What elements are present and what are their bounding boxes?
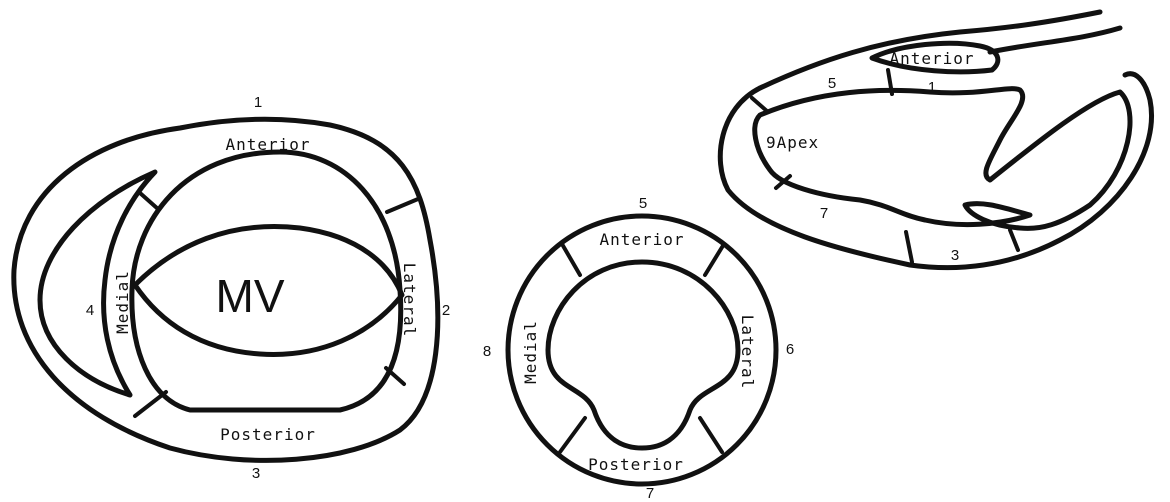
long-axis-divider-segment-3-right bbox=[1010, 230, 1018, 250]
mitral-anterior-label: Anterior bbox=[225, 135, 310, 154]
midventricular-lateral-label: Lateral bbox=[738, 315, 757, 389]
long-axis-number-7: 7 bbox=[820, 205, 828, 222]
midventricular-anterior-label: Anterior bbox=[599, 230, 684, 249]
mitral-lateral-label: Lateral bbox=[400, 263, 419, 337]
long-axis-view: Anterior 9Apex 1 5 7 3 bbox=[720, 12, 1151, 268]
midventricular-divider-lateral-posterior bbox=[700, 418, 722, 452]
long-axis-divider-apex-upper bbox=[752, 98, 768, 112]
midventricular-number-6: 6 bbox=[786, 341, 794, 358]
long-axis-anterior-label: Anterior bbox=[889, 49, 974, 68]
mitral-number-2: 2 bbox=[442, 302, 450, 319]
mitral-posterior-label: Posterior bbox=[220, 425, 316, 444]
midventricular-number-7: 7 bbox=[646, 485, 654, 502]
long-axis-number-5: 5 bbox=[828, 75, 836, 92]
mitral-divider-medial-anterior bbox=[140, 193, 158, 209]
long-axis-divider-segment-3-left bbox=[906, 232, 912, 262]
midventricular-divider-posterior-medial bbox=[560, 418, 585, 452]
midventricular-number-5: 5 bbox=[639, 195, 647, 212]
aorta-upper bbox=[990, 28, 1120, 52]
long-axis-number-3: 3 bbox=[951, 247, 959, 264]
mitral-divider-anterior-lateral bbox=[387, 199, 418, 212]
long-axis-outer-wall bbox=[720, 74, 1151, 268]
long-axis-inner-cavity bbox=[755, 89, 1130, 229]
mitral-medial-label: Medial bbox=[113, 270, 132, 334]
midventricular-medial-label: Medial bbox=[521, 320, 540, 384]
midventricular-posterior-label: Posterior bbox=[588, 455, 684, 474]
mitral-valve-short-axis-view: Anterior Posterior Lateral Medial MV 1 2… bbox=[14, 94, 450, 482]
long-axis-apex-label: 9Apex bbox=[766, 133, 819, 152]
long-axis-number-1: 1 bbox=[928, 79, 936, 96]
mitral-number-4: 4 bbox=[86, 302, 94, 319]
midventricular-inner-cavity bbox=[548, 262, 738, 448]
midventricular-number-8: 8 bbox=[483, 343, 491, 360]
midventricular-divider-medial-anterior bbox=[562, 244, 580, 275]
mitral-divider-posterior-medial bbox=[135, 392, 166, 416]
mitral-valve-label: MV bbox=[216, 270, 285, 322]
midventricular-divider-anterior-lateral bbox=[705, 244, 724, 275]
midventricular-short-axis-view: Anterior Posterior Lateral Medial 5 6 7 … bbox=[483, 195, 794, 502]
mitral-number-3: 3 bbox=[252, 465, 260, 482]
mitral-number-1: 1 bbox=[254, 94, 262, 111]
